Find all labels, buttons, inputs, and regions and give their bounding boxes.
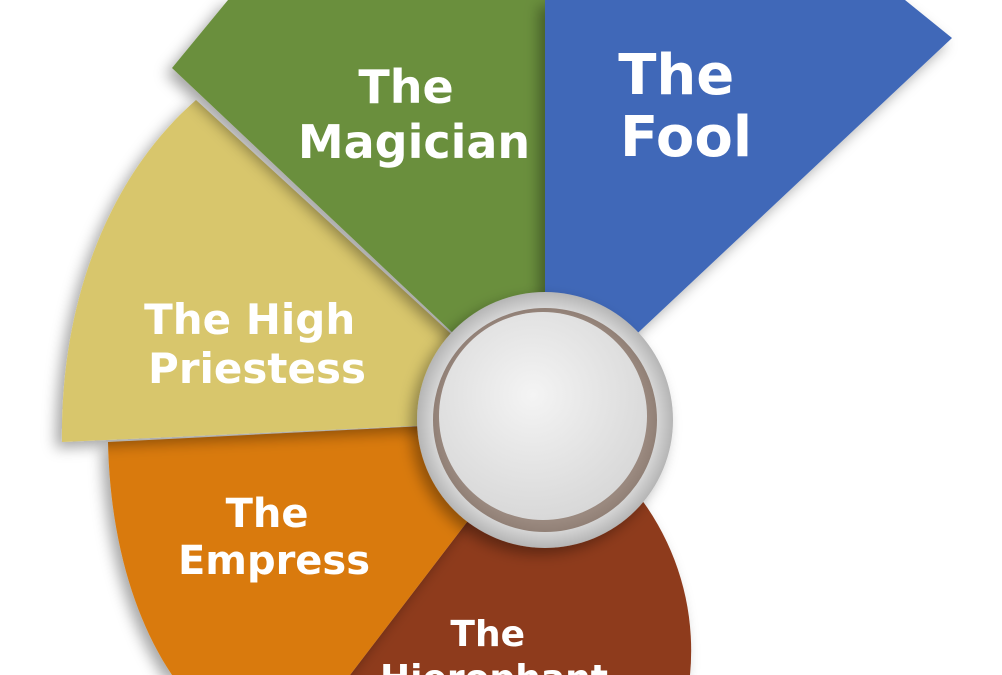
label-empress-line-1: The bbox=[226, 491, 309, 537]
label-high-priestess-line-2: Priestess bbox=[148, 344, 366, 393]
label-high-priestess: The High Priestess bbox=[144, 295, 370, 393]
label-hierophant-line-2: Hierophant bbox=[380, 658, 608, 675]
label-hierophant-line-1: The bbox=[450, 614, 525, 655]
label-fool: The Fool bbox=[618, 43, 754, 170]
label-fool-line-2: Fool bbox=[620, 105, 752, 170]
center-hub bbox=[417, 292, 673, 548]
segment-fool bbox=[545, 0, 952, 420]
label-fool-line-1: The bbox=[618, 43, 734, 108]
label-magician: The Magician bbox=[298, 60, 530, 169]
hub-core-circle bbox=[439, 312, 647, 520]
label-hierophant: The Hierophant bbox=[380, 614, 608, 675]
label-magician-line-1: The bbox=[358, 60, 453, 114]
label-empress-line-2: Empress bbox=[178, 538, 370, 584]
segment-magician bbox=[172, 0, 545, 420]
label-high-priestess-line-1: The High bbox=[144, 295, 355, 344]
segment-high-priestess bbox=[61, 100, 545, 442]
label-empress: The Empress bbox=[178, 491, 370, 584]
label-magician-line-2: Magician bbox=[298, 115, 530, 169]
labels-layer: The Fool The Magician The High Priestess… bbox=[144, 43, 754, 675]
